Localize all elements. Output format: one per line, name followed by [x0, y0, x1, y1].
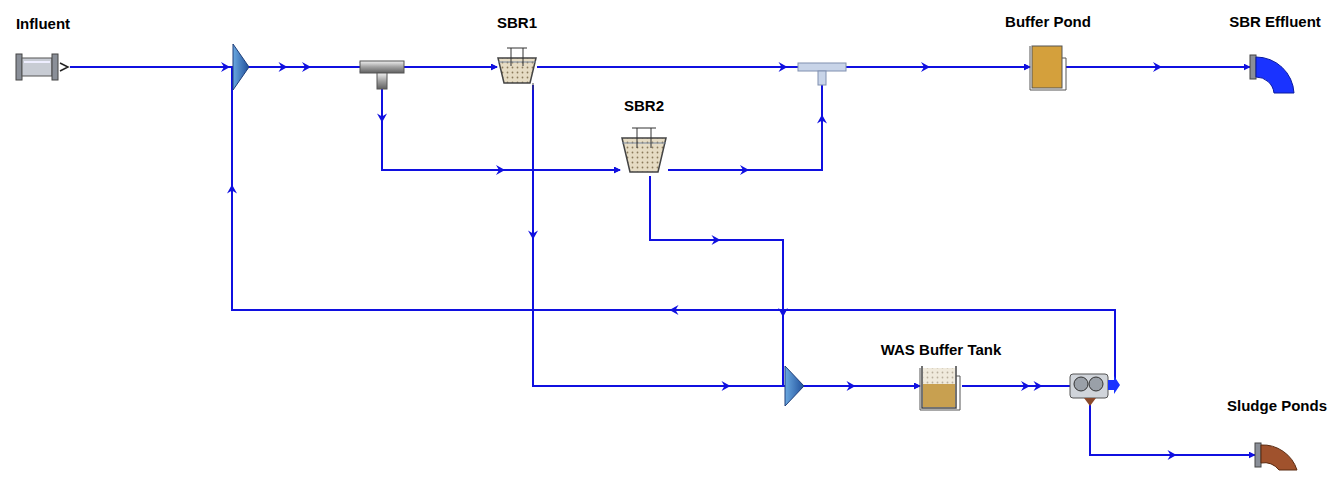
flow-chevron — [722, 381, 731, 391]
flow-line — [70, 67, 620, 170]
equipment-node: Influent — [16, 52, 70, 82]
flow-line — [533, 85, 920, 386]
flow-chevron — [779, 62, 788, 72]
effluent-outlet — [1250, 55, 1294, 93]
flow-chevron — [712, 235, 721, 245]
equipment-label: SBR1 — [497, 14, 537, 31]
flow-chevron — [1168, 450, 1177, 460]
sbr-tank — [498, 48, 536, 90]
flow-chevron — [817, 115, 827, 124]
flow-line — [232, 67, 1115, 386]
mixer-symbol — [785, 366, 804, 406]
flow-chevron — [227, 185, 237, 194]
flow-chevron — [740, 165, 749, 175]
equipment-node: SBR1 — [497, 51, 537, 85]
buffer-pond — [1030, 46, 1066, 90]
equipment-label: Sludge Ponds — [1227, 397, 1327, 414]
equipment-node: Buffer Pond — [1030, 44, 1066, 92]
flow-line — [668, 67, 1030, 170]
sbr-tank — [622, 128, 666, 172]
flow-chevron — [528, 231, 538, 240]
flow-chevron — [921, 62, 930, 72]
equipment-node: Sludge Ponds — [1255, 424, 1300, 470]
flow-chevron — [302, 62, 311, 72]
flow-chevron — [1034, 381, 1043, 391]
flow-chevron — [496, 165, 505, 175]
equipment-node: SBR2 — [620, 128, 668, 176]
flow-chevron — [847, 381, 856, 391]
tee-symbol — [798, 63, 846, 85]
sludge-outlet — [1255, 443, 1297, 470]
flow-line — [650, 176, 920, 386]
influent-pipe — [16, 54, 68, 80]
flow-line — [962, 386, 1255, 455]
flow-chevron — [1153, 62, 1162, 72]
equipment-label: Influent — [16, 15, 70, 32]
equipment-label: SBR Effluent — [1229, 13, 1321, 30]
flow-chevron — [670, 305, 679, 315]
was-tank — [920, 366, 960, 410]
flow-chevron — [377, 114, 387, 123]
flow-chevron — [778, 308, 788, 317]
dewatering-unit — [1070, 374, 1120, 406]
flow-chevron — [279, 62, 288, 72]
tee-symbol — [360, 61, 404, 89]
mixer-symbol — [233, 44, 249, 90]
equipment-label: Buffer Pond — [1005, 13, 1091, 30]
equipment-node: SBR Effluent — [1250, 48, 1300, 94]
flow-chevron — [221, 62, 230, 72]
equipment-label: WAS Buffer Tank — [881, 341, 1002, 358]
equipment-label: SBR2 — [624, 97, 664, 114]
flow-line — [232, 67, 1115, 386]
flow-chevron — [1021, 381, 1030, 391]
equipment-node: WAS Buffer Tank — [920, 364, 962, 412]
